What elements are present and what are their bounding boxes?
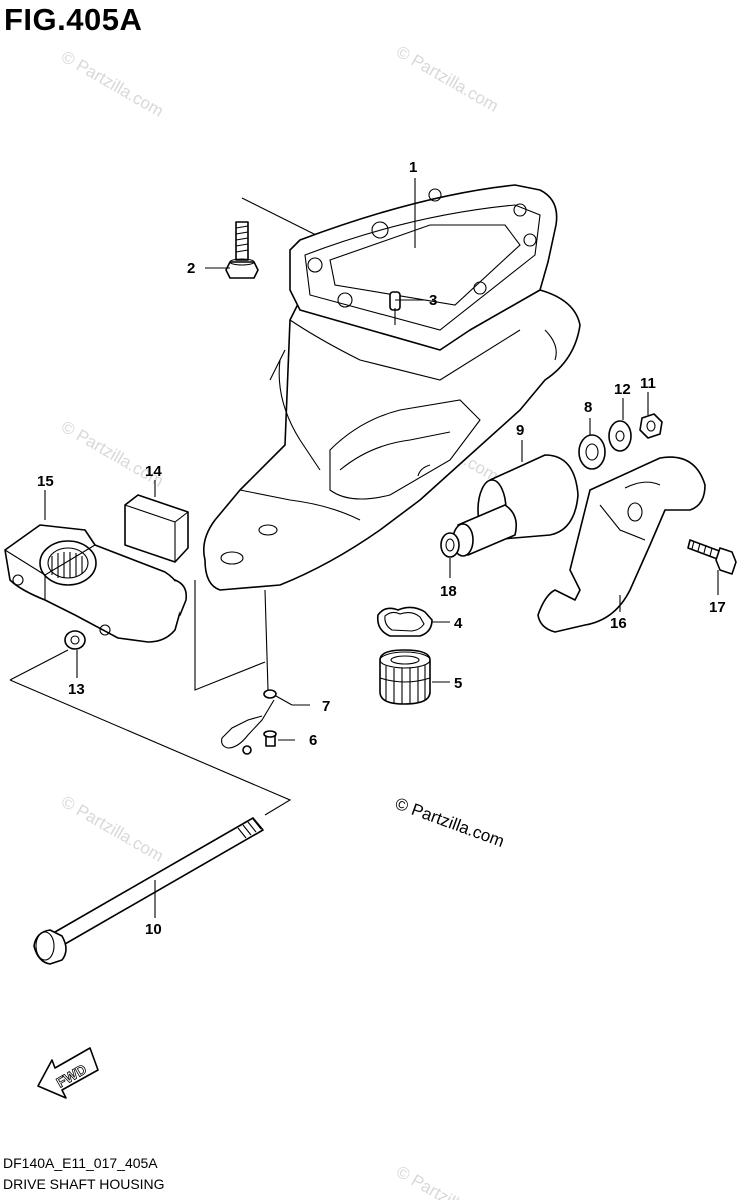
drive-shaft-housing — [202, 184, 581, 591]
callout-label: 12 — [614, 381, 631, 398]
bolt-part — [225, 221, 259, 279]
diagram-code: DF140A_E11_017_405A — [3, 1155, 158, 1171]
callout-label: 2 — [187, 260, 195, 277]
mount-bracket-part — [4, 524, 188, 643]
screw-part — [263, 730, 277, 747]
pad-part — [124, 494, 189, 563]
watermark-text: © Partzilla.com — [58, 792, 167, 866]
reference-lines — [9, 197, 319, 816]
callout-labels: 1 2 3 4 5 6 7 8 9 10 11 12 13 14 15 16 1… — [37, 159, 726, 938]
ground-wire-part — [221, 689, 293, 755]
callout-label: 18 — [440, 583, 457, 600]
callout-label: 17 — [709, 599, 726, 616]
dowel-pin-part — [389, 291, 401, 311]
callout-label: 10 — [145, 921, 162, 938]
washer-part — [578, 434, 606, 470]
bushing-part — [452, 454, 579, 557]
callout-label: 15 — [37, 473, 54, 490]
callout-label: 6 — [309, 732, 317, 749]
watermark-main: © Partzilla.com — [393, 794, 507, 851]
diagram-caption: DRIVE SHAFT HOUSING — [3, 1176, 165, 1192]
callout-label: 14 — [145, 463, 162, 480]
callout-label: 16 — [610, 615, 627, 632]
callout-leaders — [44, 178, 719, 918]
callout-label: 8 — [584, 399, 592, 416]
forward-arrow-icon: FWD — [37, 1047, 99, 1099]
bolt-part — [687, 539, 737, 575]
callout-label: 3 — [429, 292, 437, 309]
callout-label: 5 — [454, 675, 462, 692]
callout-label: 4 — [454, 615, 463, 632]
cover-part — [537, 456, 706, 633]
long-bolt-part — [33, 817, 264, 965]
callout-label: 7 — [322, 698, 330, 715]
washer-part — [440, 532, 460, 558]
callout-label: 1 — [409, 159, 417, 176]
washer-part — [608, 420, 632, 452]
watermark-text: © Partzilla.com — [58, 47, 167, 121]
gasket-part — [376, 606, 433, 637]
callout-label: 13 — [68, 681, 85, 698]
callout-label: 9 — [516, 422, 524, 439]
callout-label: 11 — [640, 375, 656, 392]
watermark-text: © Partzilla.com — [393, 42, 502, 116]
nut-part — [639, 413, 663, 439]
washer-part — [64, 630, 86, 650]
figure-title: FIG.405A — [4, 2, 143, 37]
watermark-text: © Partzilla.com — [393, 1162, 502, 1200]
bearing-part — [379, 649, 431, 705]
